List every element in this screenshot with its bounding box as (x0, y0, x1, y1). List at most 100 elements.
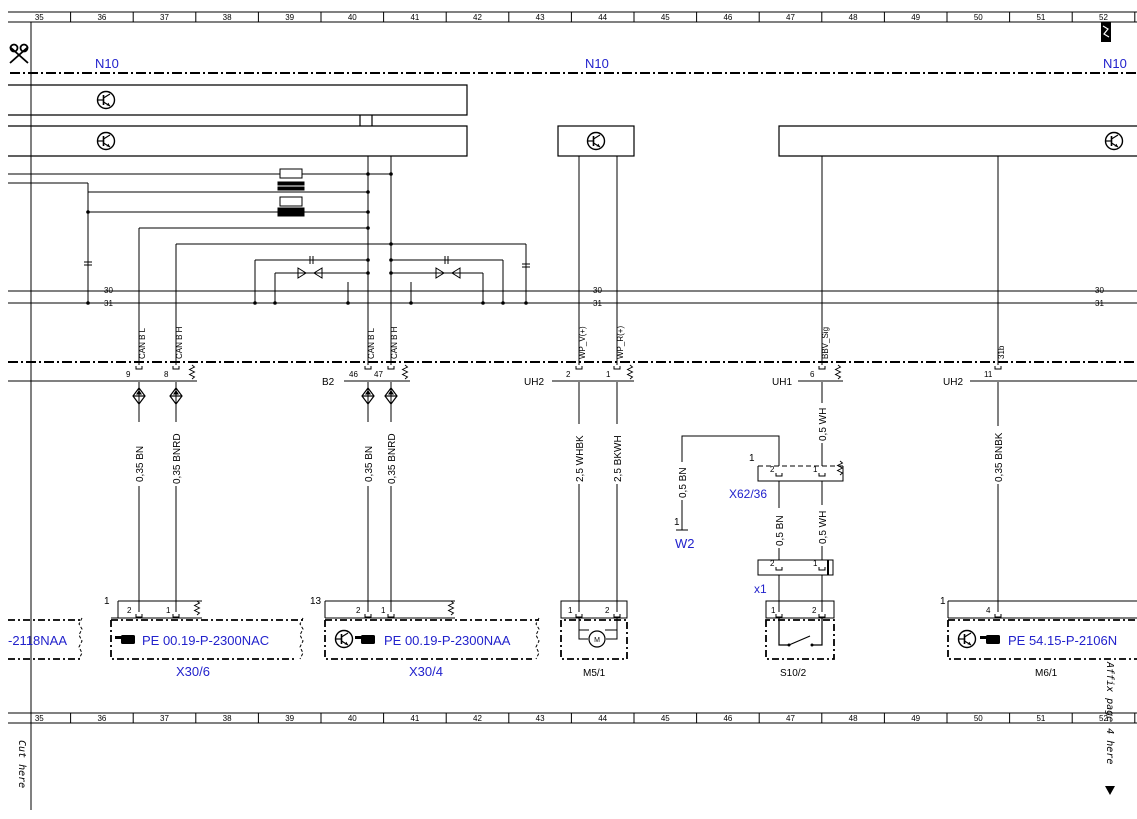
component-ref[interactable]: PE 54.15-P-2106N (1008, 633, 1117, 648)
pin-tag: WP_R(+) (616, 326, 625, 359)
pin-tag: WP_V(+) (578, 326, 587, 359)
ruler-number: 50 (974, 13, 983, 22)
reference-hand-icon (980, 635, 1000, 644)
pin-number: 1 (813, 559, 818, 568)
pin-number: 11 (984, 370, 993, 379)
bus-30-label: 30 (1095, 286, 1104, 295)
pin-icon (135, 365, 143, 370)
connector-name: B2 (322, 377, 335, 388)
w2-ground: 1 W2 (674, 517, 695, 551)
corner-number: 13 (310, 596, 322, 607)
connector-name: UH2 (943, 377, 963, 388)
ruler-number: 45 (661, 13, 670, 22)
pin-number: 9 (126, 370, 131, 379)
wire-label: 2,5 WHBK (575, 435, 586, 482)
ruler-number: 52 (1099, 714, 1108, 723)
pin-number: 2 (770, 465, 775, 474)
shield-resistor-icon (627, 364, 633, 380)
component-ref[interactable]: PE 00.19-P-2300NAC (142, 633, 269, 648)
pin-number: 47 (374, 370, 383, 379)
wire-label: 0,35 BNBK (994, 432, 1005, 482)
pin-icon (994, 613, 1002, 618)
pin-tag: CAN B L (138, 327, 147, 359)
x1-name: x1 (754, 582, 767, 596)
ruler-number: 43 (536, 13, 545, 22)
junction-dots (86, 172, 528, 305)
transistor-icon (96, 90, 116, 110)
motor-letter: M (594, 637, 600, 644)
pin-number: 1 (771, 606, 776, 615)
pin-icon (387, 365, 395, 370)
shield-resistor-icon (837, 460, 843, 476)
ruler-number: 47 (786, 13, 795, 22)
pin-icon (818, 566, 826, 571)
pin-tag: CAN B L (367, 327, 376, 359)
wire-label: 0,35 BNRD (172, 433, 183, 484)
pin-number: 6 (810, 370, 815, 379)
pin-number: 4 (986, 606, 991, 615)
ruler-number: 36 (97, 714, 106, 723)
scissors-icon (9, 43, 29, 64)
corner-number: 1 (104, 596, 110, 607)
pin-icon (818, 365, 826, 370)
ruler-number: 38 (223, 714, 232, 723)
diode-pair-left (297, 256, 323, 279)
pin-number: 1 (813, 465, 818, 474)
motor-icon (588, 630, 606, 648)
shield-resistor-icon (194, 600, 200, 616)
pin-tag: BBV_Sig (821, 327, 830, 359)
n10-label: N10 (95, 56, 119, 71)
wire-label: 0,5 BN (775, 515, 786, 546)
pin-icon (172, 365, 180, 370)
diode-pair-right (435, 256, 461, 279)
pin-icon (364, 613, 372, 618)
transistor-icon (586, 131, 606, 151)
pin-icon (387, 613, 395, 618)
x1-connector: 2 1 x1 (754, 559, 834, 596)
ruler-number: 37 (160, 714, 169, 723)
ruler-number: 35 (35, 13, 44, 22)
pin-icon (613, 365, 621, 370)
ruler-number: 37 (160, 13, 169, 22)
pin-icon (172, 613, 180, 618)
cut-here-text: Cut here (16, 740, 27, 788)
reference-hand-icon (355, 635, 375, 644)
wire-label: 2,5 BKWH (613, 435, 624, 482)
pin-number: 2 (356, 606, 361, 615)
ruler-number: 41 (410, 714, 419, 723)
component-left-cut: -2118NAA (8, 617, 83, 660)
shield-resistor-icon (835, 364, 841, 380)
ruler-number: 41 (410, 13, 419, 22)
control-unit-blocks (8, 84, 1137, 157)
ruler-number: 43 (536, 714, 545, 723)
pin-icon (775, 472, 783, 477)
component-name: X30/6 (176, 664, 210, 679)
component-m6-1: 1 4 PE 54.15-P-2106N M6/1 (940, 596, 1137, 679)
shield-resistor-icon (402, 364, 408, 380)
page-corner-icon (1101, 22, 1111, 42)
wire-label: 0,35 BN (135, 446, 146, 482)
component-x30-6: 1 2 1 PE 00.19-P-2300NAC X30/6 (104, 596, 304, 679)
x62-connector: 2 1 1 X62/36 (729, 453, 844, 501)
ruler-number: 51 (1036, 714, 1045, 723)
component-ref[interactable]: PE 00.19-P-2300NAA (384, 633, 511, 648)
ruler-number: 52 (1099, 13, 1108, 22)
pin-number: 1 (568, 606, 573, 615)
ruler-number: 42 (473, 714, 482, 723)
component-name: M5/1 (583, 668, 606, 679)
ruler-number: 46 (723, 13, 732, 22)
w2-name: W2 (675, 536, 695, 551)
wire-label: 0,5 WH (818, 511, 829, 544)
component-s10-2: 1 2 S10/2 (765, 600, 835, 679)
ruler-number: 36 (97, 13, 106, 22)
ruler-number: 39 (285, 714, 294, 723)
pin-number: 2 (566, 370, 571, 379)
pin-number: 1 (166, 606, 171, 615)
component-x30-4: 13 2 1 PE 00.19-P-2300NAA X30/4 (310, 596, 540, 679)
wire-label: 0,5 BN (678, 467, 689, 498)
shield-resistor-icon (448, 600, 454, 616)
ruler-number: 47 (786, 714, 795, 723)
ruler-number: 50 (974, 714, 983, 723)
